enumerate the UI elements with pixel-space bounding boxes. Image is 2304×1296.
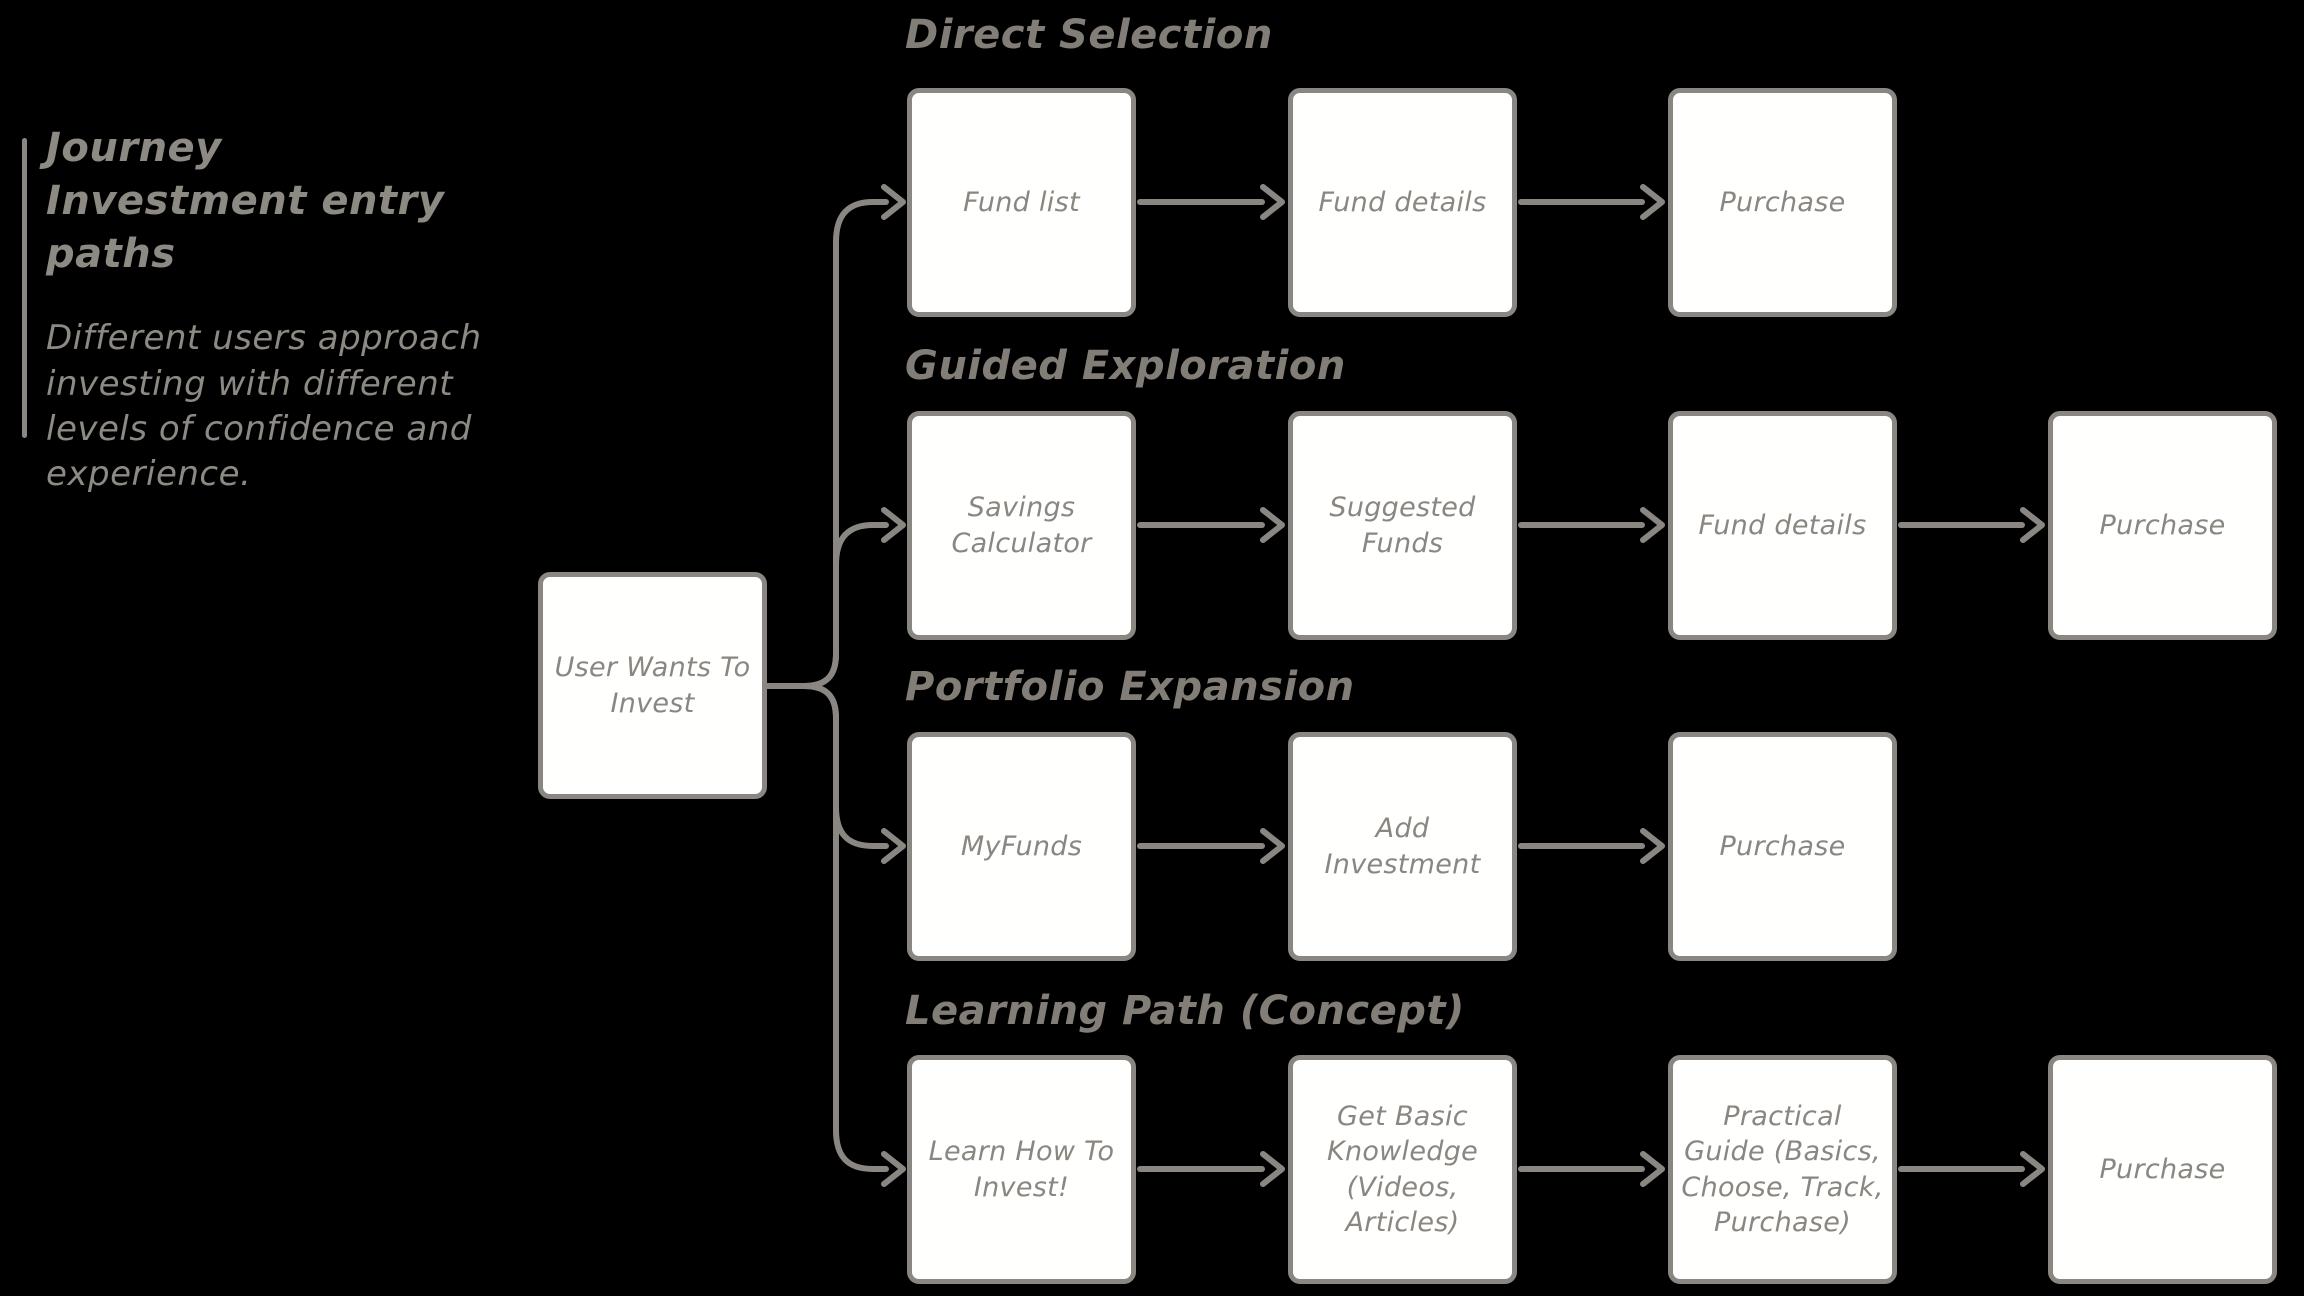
branch-arrow-guided — [801, 522, 889, 689]
node-label: MyFunds — [960, 830, 1083, 862]
node-fund-list: Fund list — [907, 88, 1136, 317]
node-practical-guide: Practical Guide (Basics, Choose, Track, … — [1668, 1055, 1897, 1284]
node-label: Suggested Funds — [1329, 492, 1476, 559]
node-learn-how-to-invest: Learn How To Invest! — [907, 1055, 1136, 1284]
node-get-basic-knowledge: Get Basic Knowledge (Videos, Articles) — [1288, 1055, 1517, 1284]
node-myfunds: MyFunds — [907, 732, 1136, 961]
flow-arrowhead — [1260, 507, 1285, 543]
node-fund-details-guided: Fund details — [1668, 411, 1897, 640]
flow-arrowhead — [1260, 184, 1285, 220]
node-label: Practical Guide (Basics, Choose, Track, … — [1681, 1101, 1884, 1238]
node-label: Savings Calculator — [951, 492, 1092, 559]
node-label: Add Investment — [1324, 813, 1481, 880]
branch-arrowhead-portfolio — [881, 828, 906, 864]
note-divider-line — [22, 138, 27, 438]
flow-arrowhead — [1640, 1151, 1665, 1187]
lane-title-learning-path: Learning Path (Concept) — [905, 988, 1465, 1034]
flow-arrowhead — [2020, 1151, 2045, 1187]
branch-arrow-direct — [801, 199, 889, 689]
node-add-investment: Add Investment — [1288, 732, 1517, 961]
branch-arrowhead-direct — [881, 184, 906, 220]
flow-arrowhead — [1260, 828, 1285, 864]
node-suggested-funds: Suggested Funds — [1288, 411, 1517, 640]
node-fund-details-direct: Fund details — [1288, 88, 1517, 317]
branch-arrow-learning — [801, 683, 889, 1172]
node-label: Learn How To Invest! — [928, 1136, 1115, 1203]
node-label: Fund details — [1698, 509, 1867, 541]
node-savings-calculator: Savings Calculator — [907, 411, 1136, 640]
annotation-note: Journey Investment entry paths Different… — [22, 122, 492, 497]
branch-arrowhead-learning — [881, 1151, 906, 1187]
note-description: Different users approach investing with … — [46, 318, 482, 495]
node-label: Fund list — [963, 186, 1080, 218]
branch-arrowhead-guided — [881, 507, 906, 543]
lane-title-portfolio-expansion: Portfolio Expansion — [905, 664, 1355, 710]
flow-arrowhead — [1260, 1151, 1285, 1187]
node-purchase-portfolio: Purchase — [1668, 732, 1897, 961]
node-label: Purchase — [1719, 186, 1846, 218]
node-purchase-guided: Purchase — [2048, 411, 2277, 640]
node-purchase-direct: Purchase — [1668, 88, 1897, 317]
node-label: Purchase — [1719, 830, 1846, 862]
node-purchase-learning: Purchase — [2048, 1055, 2277, 1284]
flow-arrowhead — [1640, 184, 1665, 220]
node-label: Purchase — [2099, 509, 2226, 541]
branch-arrow-portfolio — [801, 683, 889, 849]
flow-arrowhead — [1640, 828, 1665, 864]
note-title: Journey Investment entry paths — [46, 125, 445, 277]
node-label: Fund details — [1318, 186, 1487, 218]
flow-arrowhead — [1640, 507, 1665, 543]
node-label: Purchase — [2099, 1153, 2226, 1185]
lane-title-guided-exploration: Guided Exploration — [905, 343, 1346, 389]
node-user-wants-to-invest: User Wants To Invest — [538, 572, 767, 799]
node-label: Get Basic Knowledge (Videos, Articles) — [1326, 1101, 1479, 1238]
node-label: User Wants To Invest — [554, 652, 751, 719]
flow-arrowhead — [2020, 507, 2045, 543]
lane-title-direct-selection: Direct Selection — [905, 12, 1273, 58]
